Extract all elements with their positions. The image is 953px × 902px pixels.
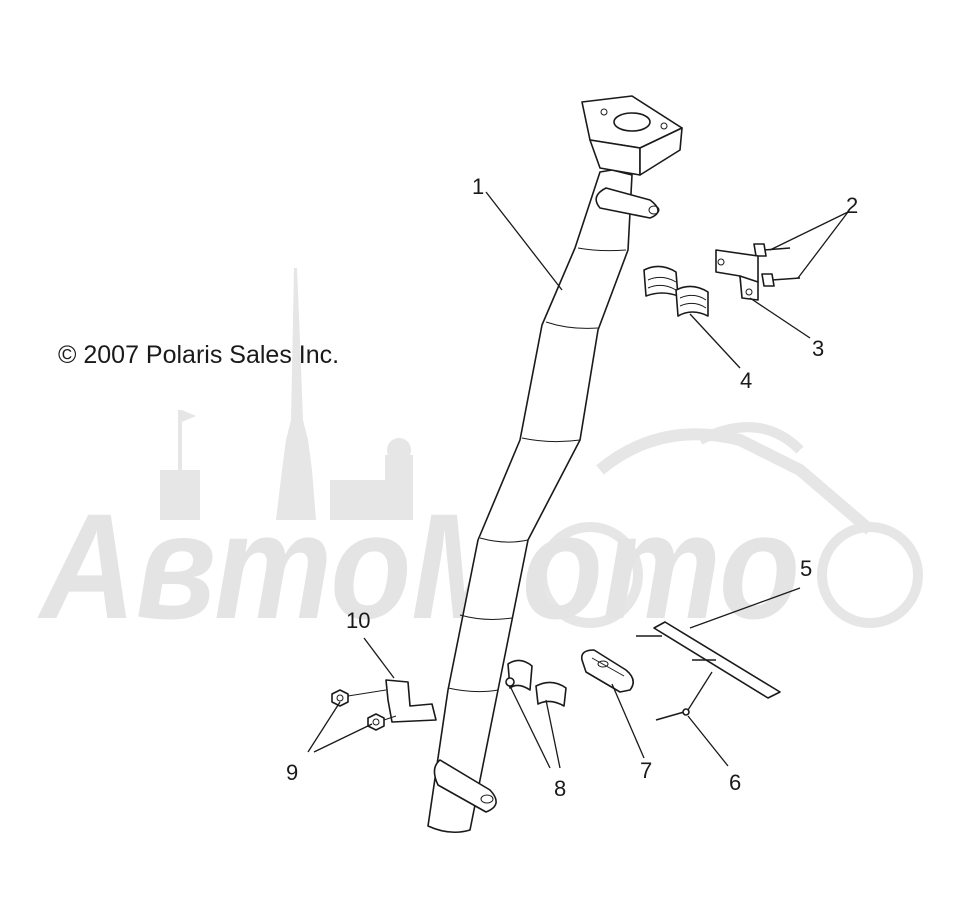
callout-3: 3: [812, 336, 824, 361]
callout-4: 4: [740, 368, 752, 393]
lower-bracket: [347, 679, 437, 723]
callout-5: 5: [800, 556, 812, 581]
leader-lines: [307, 191, 849, 769]
callout-2: 2: [846, 193, 858, 218]
mounting-bracket: [715, 249, 759, 301]
cotter-pin: [655, 708, 690, 721]
callout-labels: 1 2 3 4 5 6 7 8 9 10: [286, 174, 858, 801]
callout-1: 1: [472, 174, 484, 199]
callout-9: 9: [286, 760, 298, 785]
watermark-skyline: [160, 268, 413, 520]
copyright-text: © 2007 Polaris Sales Inc.: [58, 341, 339, 369]
bolt-pair: [753, 243, 801, 287]
callout-8: 8: [554, 776, 566, 801]
lower-bushings: [505, 659, 567, 707]
steering-column-tube: [427, 95, 683, 834]
callout-6: 6: [729, 770, 741, 795]
watermark-motorcycle: [537, 422, 923, 628]
watermark-text: АвтоМото: [36, 482, 800, 650]
callout-10: 10: [346, 608, 370, 633]
nut-pair: [331, 689, 385, 731]
upper-bushings: [643, 265, 709, 317]
callout-7: 7: [640, 758, 652, 783]
pin-bar: [636, 621, 781, 699]
clamp-block: [580, 649, 634, 693]
